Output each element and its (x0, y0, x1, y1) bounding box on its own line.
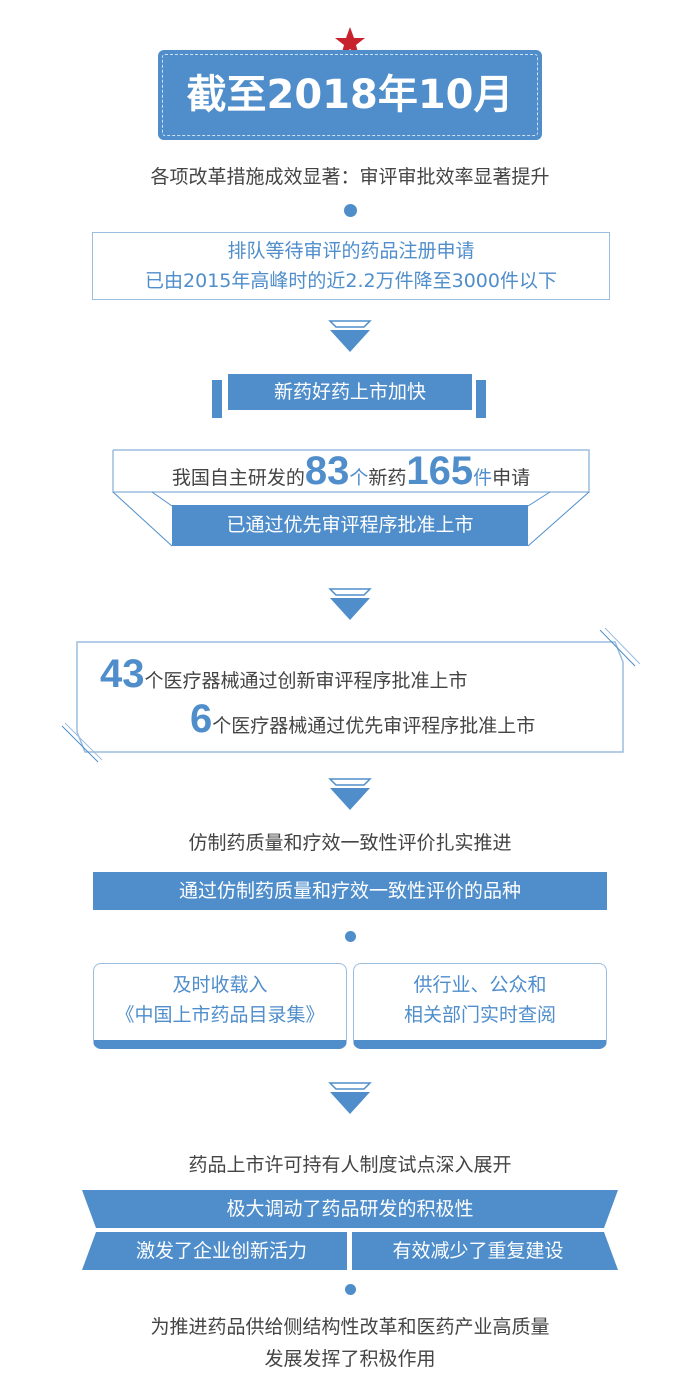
devices-frame (61, 628, 640, 763)
text: 供行业、公众和 (413, 974, 547, 996)
access-box: 供行业、公众和相关部门实时查阅 (353, 963, 607, 1049)
banner-side (476, 380, 486, 418)
down-arrow-icon (328, 588, 372, 620)
text: 件 (473, 467, 493, 489)
text: 新药 (368, 467, 407, 489)
text: 《中国上市药品目录集》 (115, 1004, 325, 1026)
queue-line1: 排队等待审评的药品注册申请 (227, 240, 475, 262)
text: 申请 (492, 467, 531, 489)
new-drugs-stat: 我国自主研发的83个新药165件申请 (112, 450, 590, 492)
text: 个 (349, 467, 369, 489)
mah-title: 药品上市许可持有人制度试点深入展开 (188, 1154, 512, 1176)
bullet-dot (345, 1284, 356, 1295)
down-arrow-icon (328, 1082, 372, 1114)
stat-43: 43 (100, 652, 145, 696)
subtitle: 各项改革措施成效显著：审评审批效率显著提升 (150, 166, 550, 188)
page-title: 截至2018年10月 (162, 54, 538, 136)
text: 个医疗器械通过创新审评程序批准上市 (144, 670, 468, 692)
generic-title: 仿制药质量和疗效一致性评价扎实推进 (188, 832, 512, 854)
catalog-box: 及时收载入《中国上市药品目录集》 (93, 963, 347, 1049)
conclusion-line1: 为推进药品供给侧结构性改革和医药产业高质量 (150, 1316, 550, 1338)
trapezoid-lines (112, 449, 590, 547)
stat-165: 165 (406, 449, 474, 493)
ribbon-top: 极大调动了药品研发的积极性 (226, 1198, 474, 1220)
queue-line2: 已由2015年高峰时的近2.2万件降至3000件以下 (145, 270, 557, 292)
ribbon-shape (82, 1190, 618, 1270)
bullet-dot (344, 204, 357, 217)
conclusion-line2: 发展发挥了积极作用 (264, 1348, 436, 1370)
title-box: 截至2018年10月 (158, 50, 542, 140)
priority-bar: 已通过优先审评程序批准上市 (172, 505, 528, 546)
bullet-dot (345, 931, 356, 942)
text: 我国自主研发的 (171, 467, 305, 489)
ribbon-left: 激发了企业创新活力 (135, 1240, 307, 1262)
stat-83: 83 (304, 449, 350, 493)
new-drugs-banner: 新药好药上市加快 (228, 374, 472, 410)
down-arrow-icon (328, 320, 372, 352)
generic-bar: 通过仿制药质量和疗效一致性评价的品种 (93, 872, 607, 910)
text: 个医疗器械通过优先审评程序批准上市 (212, 715, 536, 737)
ribbon-right: 有效减少了重复建设 (392, 1240, 564, 1262)
text: 及时收载入 (172, 974, 268, 996)
banner-side (212, 380, 222, 418)
star-icon (335, 27, 365, 56)
stat-6: 6 (190, 697, 213, 741)
devices-line1: 43个医疗器械通过创新审评程序批准上市 (100, 652, 468, 697)
text: 相关部门实时查阅 (403, 1004, 556, 1026)
queue-box: 排队等待审评的药品注册申请 已由2015年高峰时的近2.2万件降至3000件以下 (92, 232, 610, 300)
devices-line2: 6个医疗器械通过优先审评程序批准上市 (190, 697, 535, 742)
down-arrow-icon (328, 778, 372, 810)
